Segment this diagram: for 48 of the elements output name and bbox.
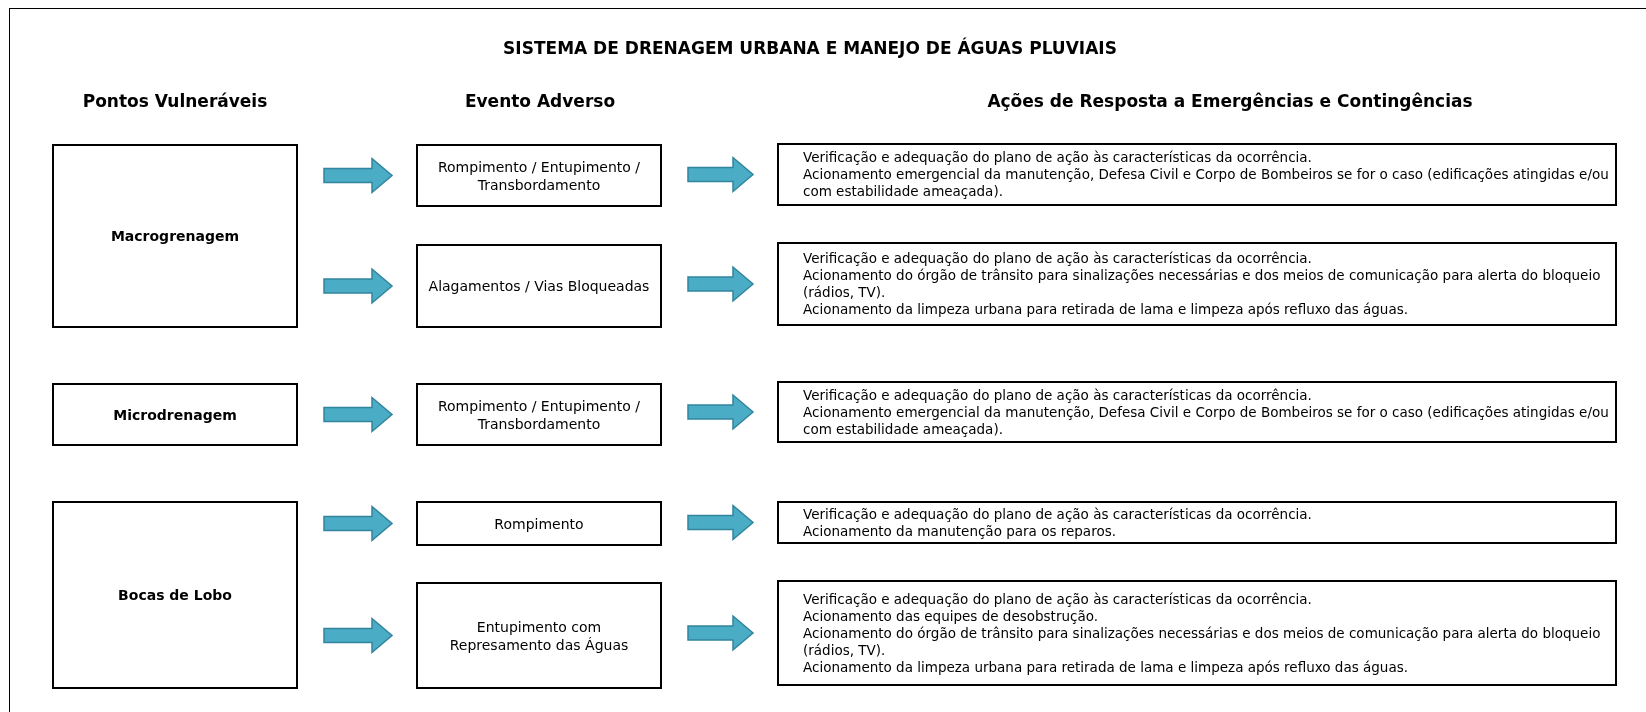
block-arrow: [687, 503, 755, 542]
action-text: Acionamento do órgão de trânsito para sinalizações necessárias e dos meios de comunicação para alerta do bloqueio (rádios, TV).: [803, 624, 1602, 659]
action-text: Acionamento da limpeza urbana para retirada de lama e limpeza após refluxo das águas.: [803, 301, 1410, 318]
point-name: Bocas de Lobo: [118, 586, 232, 604]
action-box: [777, 242, 1617, 326]
point-name: Microdrenagem: [113, 405, 237, 424]
point-name: Macrogrenagem: [110, 227, 240, 245]
block-arrow: [323, 156, 394, 195]
event-text: Rompimento / Entupimento / Transbordamento: [436, 396, 642, 433]
action-box: [777, 381, 1617, 443]
action-box: [777, 143, 1617, 206]
column-header: Pontos Vulneráveis: [82, 90, 268, 114]
action-text: Verificação e adequação do plano de ação às características da ocorrência.: [803, 149, 1313, 166]
vulnerable-point-box: [52, 383, 298, 446]
event-text: Alagamentos / Vias Bloqueadas: [428, 277, 650, 295]
event-text: Rompimento / Entupimento / Transbordamento: [436, 157, 642, 194]
event-box: [416, 582, 662, 689]
action-box: [777, 501, 1617, 544]
vulnerable-point-box: [52, 501, 298, 689]
block-arrow: [687, 265, 755, 303]
diagram-title: SISTEMA DE DRENAGEM URBANA E MANEJO DE ÁGUAS PLUVIAIS: [502, 36, 1118, 60]
action-text: Acionamento da manutenção para os reparos.: [803, 522, 1117, 540]
block-arrow: [323, 504, 394, 543]
action-text: Acionamento da limpeza urbana para retirada de lama e limpeza após refluxo das águas.: [803, 658, 1410, 676]
event-text: Entupimento com Represamento das Águas: [448, 617, 630, 654]
event-box: [416, 244, 662, 328]
vulnerable-point-box: [52, 144, 298, 328]
block-arrow: [323, 616, 394, 655]
action-text: Verificação e adequação do plano de ação às características da ocorrência.: [803, 250, 1313, 267]
block-arrow: [687, 393, 755, 431]
action-text: Acionamento das equipes de desobstrução.: [803, 607, 1099, 625]
action-text: Verificação e adequação do plano de ação às características da ocorrência.: [803, 590, 1313, 608]
action-text: Acionamento do órgão de trânsito para sinalizações necessárias e dos meios de comunicação para alerta do bloqueio (rádios, TV).: [803, 267, 1602, 301]
column-header: Ações de Resposta a Emergências e Contingências: [987, 90, 1473, 114]
action-text: Verificação e adequação do plano de ação às características da ocorrência.: [803, 505, 1313, 523]
column-header: Evento Adverso: [464, 90, 616, 114]
action-text: Acionamento emergencial da manutenção, Defesa Civil e Corpo de Bombeiros se for o caso (edificações atingidas e/ou com estabilidade ameaçada).: [803, 403, 1610, 438]
block-arrow: [323, 267, 394, 305]
action-text: Acionamento emergencial da manutenção, Defesa Civil e Corpo de Bombeiros se for o caso (edificações atingidas e/ou com estabilidade ameaçada).: [803, 166, 1610, 200]
block-arrow: [687, 614, 755, 652]
block-arrow: [687, 155, 755, 194]
action-text: Verificação e adequação do plano de ação às características da ocorrência.: [803, 386, 1313, 404]
block-arrow: [323, 395, 394, 434]
event-text: Rompimento: [494, 514, 584, 533]
event-box: [416, 383, 662, 446]
action-box: [777, 580, 1617, 686]
event-box: [416, 501, 662, 546]
event-box: [416, 144, 662, 207]
